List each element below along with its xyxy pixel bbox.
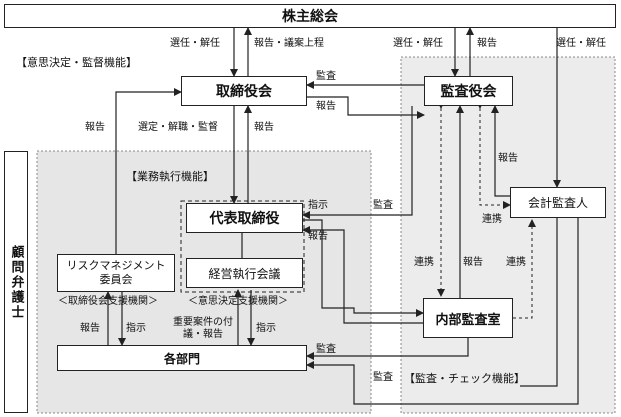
label-report-6: 報告 bbox=[308, 231, 328, 242]
label-instruct-1: 指示 bbox=[308, 200, 328, 211]
legal-counsel-box: 顧問弁護士 bbox=[4, 151, 28, 413]
label-elect-dismiss-3: 選任・解任 bbox=[556, 38, 606, 49]
label-report-7: 報告 bbox=[463, 257, 483, 268]
coop-audit-accounting bbox=[476, 101, 511, 209]
label-audit-3: 監査 bbox=[316, 344, 336, 355]
departments-box: 各部門 bbox=[57, 345, 307, 371]
label-elect-dismiss-2: 選任・解任 bbox=[393, 38, 443, 49]
arrow-report-president bbox=[302, 226, 423, 324]
label-report-1: 報告 bbox=[477, 38, 497, 49]
arrow-audit-accounting-departments bbox=[306, 218, 579, 405]
executive-dashed-group bbox=[180, 200, 305, 293]
label-audit-2: 監査 bbox=[373, 200, 393, 211]
board-support-label: ＜取締役会支援機関＞ bbox=[58, 296, 158, 307]
arrow-audit-president bbox=[302, 106, 413, 219]
label-instruct-3: 指示 bbox=[256, 323, 276, 334]
audit-board-box: 監査役会 bbox=[424, 76, 513, 106]
board-box: 取締役会 bbox=[181, 76, 307, 106]
label-report-2: 報告 bbox=[316, 101, 336, 112]
coop-internal-accounting bbox=[506, 219, 536, 322]
arrow-report-audit bbox=[307, 96, 425, 119]
section-decision: 【意思決定・監督機能】 bbox=[16, 56, 137, 69]
label-audit-4: 監査 bbox=[373, 372, 393, 383]
section-audit: 【監査・チェック機能】 bbox=[404, 372, 525, 385]
label-elect-dismiss-1: 選任・解任 bbox=[170, 38, 220, 49]
label-report-5: 報告 bbox=[498, 153, 518, 164]
label-elect-supervise: 選定・解職・監督 bbox=[138, 122, 218, 133]
arrow-instruct-internal-audit bbox=[303, 219, 424, 317]
risk-committee-box: リスクマネジメント委員会 bbox=[57, 254, 175, 292]
shareholders-box: 株主総会 bbox=[4, 4, 616, 28]
decision-support-label: ＜意思決定支援機関＞ bbox=[188, 296, 288, 307]
accounting-auditor-box: 会計監査人 bbox=[510, 187, 606, 218]
president-box: 代表取締役 bbox=[186, 203, 303, 233]
audit-region bbox=[400, 56, 616, 414]
legal-counsel-label: 顧問弁護士 bbox=[8, 244, 24, 320]
label-report-8: 報告 bbox=[80, 323, 100, 334]
label-report-propose: 報告・議案上程 bbox=[254, 38, 324, 49]
arrow-risk-report bbox=[115, 88, 182, 254]
label-coop-3: 連携 bbox=[506, 257, 526, 268]
arrow-audit-departments bbox=[306, 338, 469, 360]
section-execution: 【業務執行機能】 bbox=[126, 170, 214, 183]
label-coop-1: 連携 bbox=[482, 214, 502, 225]
management-committee-box: 経営執行会議 bbox=[186, 258, 303, 288]
label-report-4: 報告 bbox=[254, 122, 274, 133]
label-instruct-2: 指示 bbox=[126, 323, 146, 334]
label-report-3: 報告 bbox=[85, 122, 105, 133]
connector-accounting-lower bbox=[520, 218, 558, 387]
internal-audit-box: 内部監査室 bbox=[423, 298, 513, 338]
label-important-matters: 重要案件の付議・報告 bbox=[173, 317, 233, 340]
label-audit-1: 監査 bbox=[316, 71, 336, 82]
label-coop-2: 連携 bbox=[414, 257, 434, 268]
